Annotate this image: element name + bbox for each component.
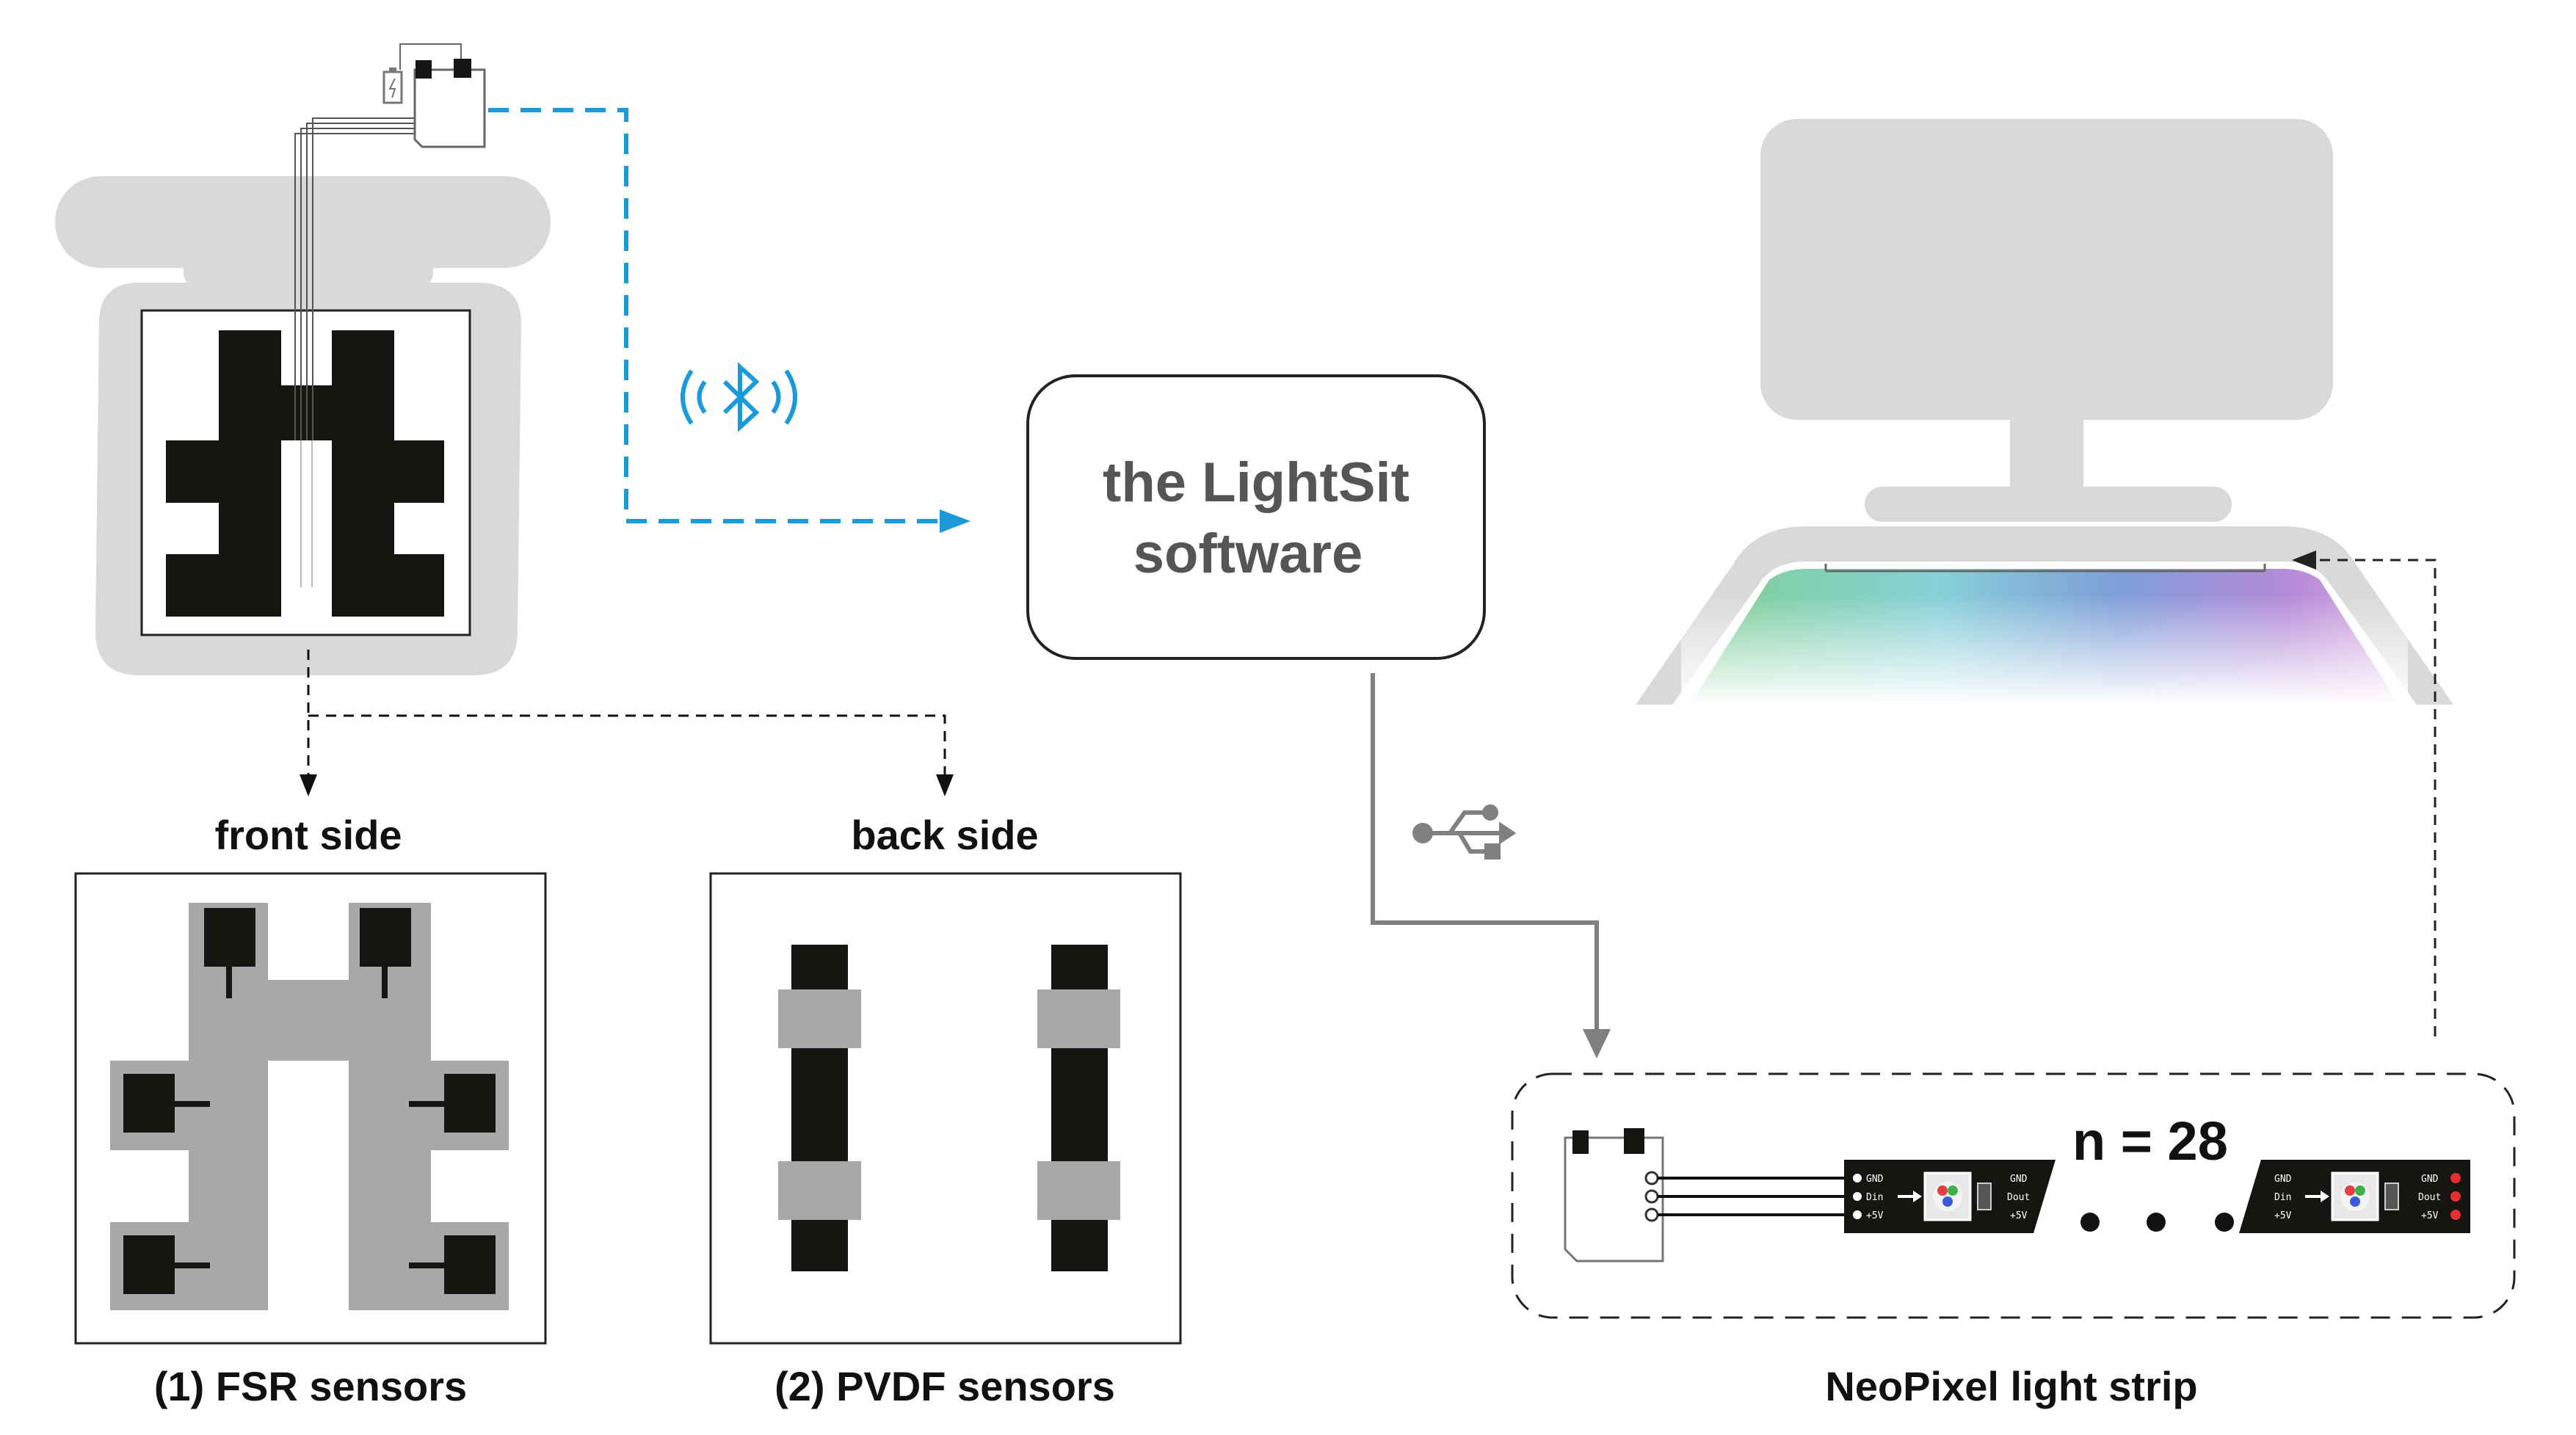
svg-text:Din: Din [2274, 1192, 2291, 1203]
ellipsis-dots [2080, 1213, 2234, 1232]
svg-text:Dout: Dout [2007, 1192, 2030, 1203]
bluetooth-link-line [488, 108, 954, 523]
chair-illustration [55, 117, 551, 675]
usb-link-arrowhead [1583, 1029, 1611, 1058]
software-label-line1: the LightSit [1103, 451, 1409, 514]
fsr-pad [360, 908, 411, 967]
front-side-label: front side [214, 812, 402, 858]
led-segment-first: GND Din +5V GND Dout +5V [1844, 1160, 2056, 1233]
svg-text:GND: GND [2274, 1174, 2292, 1185]
usb-link-line [1371, 673, 1599, 1031]
neopixel-caption: NeoPixel light strip [1825, 1363, 2197, 1409]
neopixel-strip-box: GND Din +5V GND Dout +5V n = 28 GND Din [1511, 1072, 2516, 1319]
fsr-pad [444, 1074, 496, 1133]
pin-label: Din [1866, 1192, 1883, 1203]
svg-text:+5V: +5V [2010, 1210, 2028, 1221]
battery-icon [382, 68, 403, 104]
fsr-pad [123, 1074, 175, 1133]
monitor-screen [1760, 119, 2333, 420]
fsr-pad [123, 1235, 175, 1294]
strip-to-desk-link [2316, 559, 2437, 1036]
chair-backrest [55, 176, 551, 268]
ribbon-cable [294, 117, 426, 440]
pin-label: GND [2421, 1174, 2439, 1185]
monitor-base [1865, 487, 2232, 522]
sensor-split-connector [307, 650, 946, 774]
lightsit-software-box: the LightSit software [1026, 374, 1486, 660]
fsr-sensor-panel [74, 872, 547, 1345]
pin-label: +5V [2421, 1210, 2439, 1221]
software-label-line2: software [1133, 523, 1363, 585]
back-side-label: back side [851, 812, 1038, 858]
pin-label: +5V [1866, 1210, 1884, 1221]
led-segment-last: GND Din +5V GND Dout +5V [2239, 1160, 2470, 1233]
pin-label: GND [1866, 1174, 1884, 1185]
bluetooth-icon [681, 362, 797, 432]
seat-microcontroller [382, 43, 486, 148]
strip-microcontroller [1564, 1128, 1664, 1263]
fsr-pad [204, 908, 255, 967]
fsr-caption: (1) FSR sensors [154, 1363, 467, 1409]
desk-illustration [1636, 119, 2453, 705]
mat-fsr-pattern [166, 330, 444, 617]
led-count-label: n = 28 [2072, 1111, 2228, 1171]
fsr-sensor-substrate [110, 903, 509, 1310]
svg-text:GND: GND [2010, 1174, 2028, 1185]
monitor-neck [2010, 415, 2083, 495]
usb-icon [1412, 804, 1517, 860]
fsr-pad [444, 1235, 496, 1294]
pvdf-caption: (2) PVDF sensors [774, 1363, 1115, 1409]
pin-label: Dout [2418, 1192, 2441, 1203]
bluetooth-link-arrowhead [940, 509, 970, 533]
svg-text:+5V: +5V [2274, 1210, 2292, 1221]
pvdf-sensor-panel [709, 872, 1182, 1345]
